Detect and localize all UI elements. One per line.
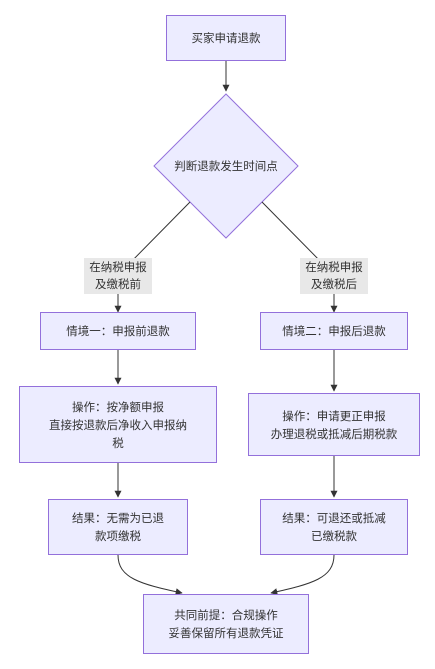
edge-decision-case2 [261, 201, 338, 313]
node-common: 共同前提：合规操作 妥善保留所有退款凭证 [143, 594, 309, 654]
node-case1: 情境一：申报前退款 [40, 312, 196, 350]
edge-res1-common [117, 554, 183, 596]
node-op1: 操作：按净额申报 直接按退款后净收入申报纳 税 [19, 386, 217, 463]
edge-decision-case1 [114, 201, 191, 313]
node-res1: 结果：无需为已退 款项缴税 [48, 499, 188, 555]
edge-label-before: 在纳税申报 及缴税前 [84, 258, 152, 294]
edge-label-after: 在纳税申报 及缴税后 [300, 258, 368, 294]
node-start: 买家申请退款 [166, 15, 286, 61]
node-case2: 情境二：申报后退款 [260, 312, 408, 350]
node-decision-label: 判断退款发生时间点 [174, 159, 278, 173]
node-op2: 操作：申请更正申报 办理退税或抵减后期税款 [248, 393, 420, 456]
node-res2: 结果：可退还或抵减 已缴税款 [260, 499, 408, 555]
edge-res2-common [270, 554, 335, 596]
